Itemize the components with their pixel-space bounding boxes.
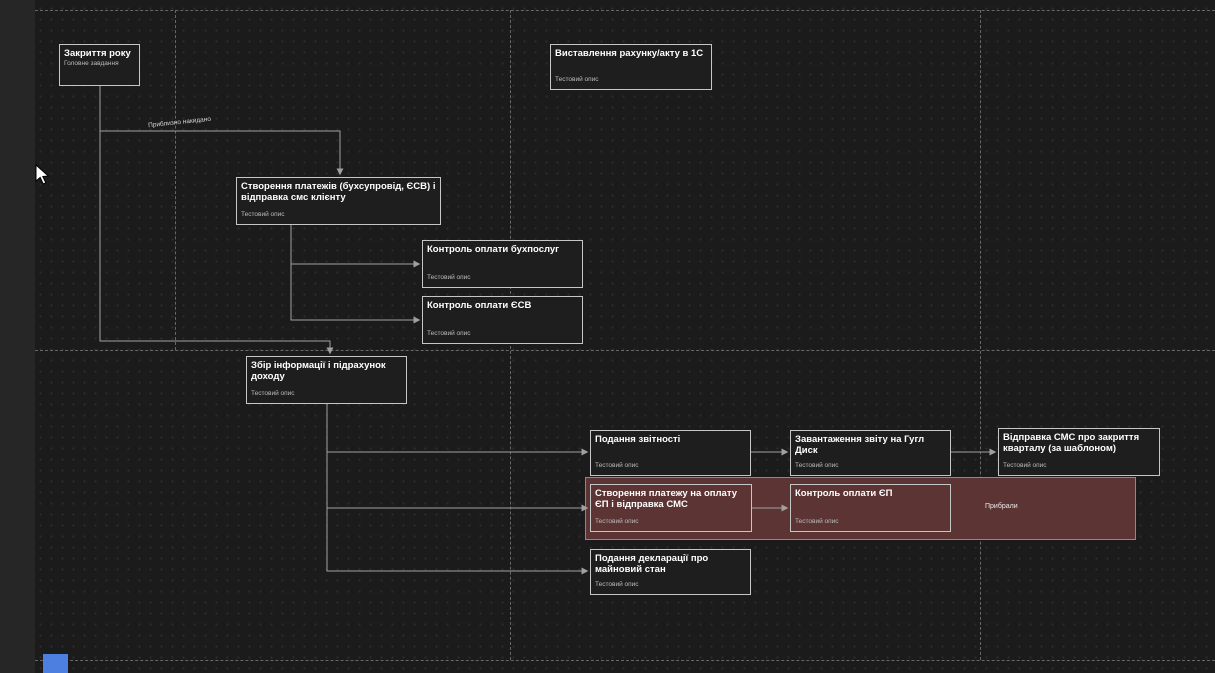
task-node-title: Контроль оплати бухпослуг <box>427 244 560 255</box>
edge-income-to-declaration[interactable] <box>326 404 589 575</box>
task-node-closing-year[interactable]: Закриття року Головне завдання <box>59 44 140 86</box>
task-node-title: Відправка СМС про закриття кварталу (за … <box>1003 432 1140 455</box>
removed-tasks-highlight-region[interactable] <box>585 477 1136 540</box>
page-boundary-horizontal-bottom <box>35 660 1215 661</box>
edge-closing-to-payments[interactable] <box>99 86 344 176</box>
task-node-title: Закриття року <box>64 48 131 59</box>
task-node-collect-income[interactable]: Збір інформації і підрахунок доходу Тест… <box>246 356 407 404</box>
edge-payments-to-control-buh[interactable] <box>290 225 421 268</box>
task-node-title: Створення платежів (бухсупровід, ЄСВ) і … <box>241 181 436 204</box>
task-node-invoice-1c[interactable]: Виставлення рахунку/акту в 1С Тестовий о… <box>550 44 712 90</box>
task-node-reporting[interactable]: Подання звітності Тестовий опис <box>590 430 751 476</box>
task-node-title: Створення платежу на оплату ЄП і відправ… <box>595 488 737 511</box>
task-node-payment-ep[interactable]: Створення платежу на оплату ЄП і відправ… <box>590 484 752 532</box>
task-node-desc: Тестовий опис <box>241 210 285 218</box>
task-node-desc: Головне завдання <box>64 60 119 67</box>
task-node-desc: Тестовий опис <box>251 389 295 397</box>
left-panel-strip <box>0 0 35 673</box>
task-node-title: Подання декларації про майновий стан <box>595 553 709 576</box>
edge-income-to-reporting[interactable] <box>326 404 589 456</box>
task-node-desc: Тестовий опис <box>1003 461 1047 469</box>
task-node-desc: Тестовий опис <box>595 580 639 588</box>
page-boundary-horizontal-middle <box>35 350 1215 351</box>
task-node-title: Контроль оплати ЄП <box>795 488 893 499</box>
task-node-desc: Тестовий опис <box>795 517 839 525</box>
task-node-control-buh[interactable]: Контроль оплати бухпослуг Тестовий опис <box>422 240 583 288</box>
task-node-property-declaration[interactable]: Подання декларації про майновий стан Тес… <box>590 549 751 595</box>
task-node-title: Збір інформації і підрахунок доходу <box>251 360 386 383</box>
task-node-desc: Тестовий опис <box>595 461 639 469</box>
task-node-desc: Тестовий опис <box>595 517 639 525</box>
task-node-title: Контроль оплати ЄСВ <box>427 300 532 311</box>
task-node-control-esv[interactable]: Контроль оплати ЄСВ Тестовий опис <box>422 296 583 344</box>
task-node-control-ep[interactable]: Контроль оплати ЄП Тестовий опис <box>790 484 951 532</box>
page-boundary-vertical-3 <box>980 10 981 660</box>
task-node-desc: Тестовий опис <box>555 75 599 83</box>
removed-note-label[interactable]: Прибрали <box>985 503 1018 510</box>
task-node-desc: Тестовий опис <box>795 461 839 469</box>
task-node-create-payments[interactable]: Створення платежів (бухсупровід, ЄСВ) і … <box>236 177 441 225</box>
task-node-sms-quarter-close[interactable]: Відправка СМС про закриття кварталу (за … <box>998 428 1160 476</box>
edge-closing-to-income[interactable] <box>99 86 334 355</box>
edge-income-to-payment-ep[interactable] <box>326 404 589 512</box>
task-node-desc: Тестовий опис <box>427 273 471 281</box>
page-boundary-horizontal-top <box>35 10 1215 11</box>
task-node-title: Виставлення рахунку/акту в 1С <box>555 48 704 59</box>
task-node-desc: Тестовий опис <box>427 329 471 337</box>
task-node-title: Подання звітності <box>595 434 681 445</box>
task-node-title: Завантаження звіту на Гугл Диск <box>795 434 925 457</box>
edge-payments-to-control-esv[interactable] <box>290 225 421 324</box>
task-node-upload-gdrive[interactable]: Завантаження звіту на Гугл Диск Тестовий… <box>790 430 951 476</box>
mouse-cursor-icon <box>35 164 50 185</box>
page-boundary-vertical-1 <box>175 10 176 350</box>
blue-rect-indicator <box>43 654 68 673</box>
